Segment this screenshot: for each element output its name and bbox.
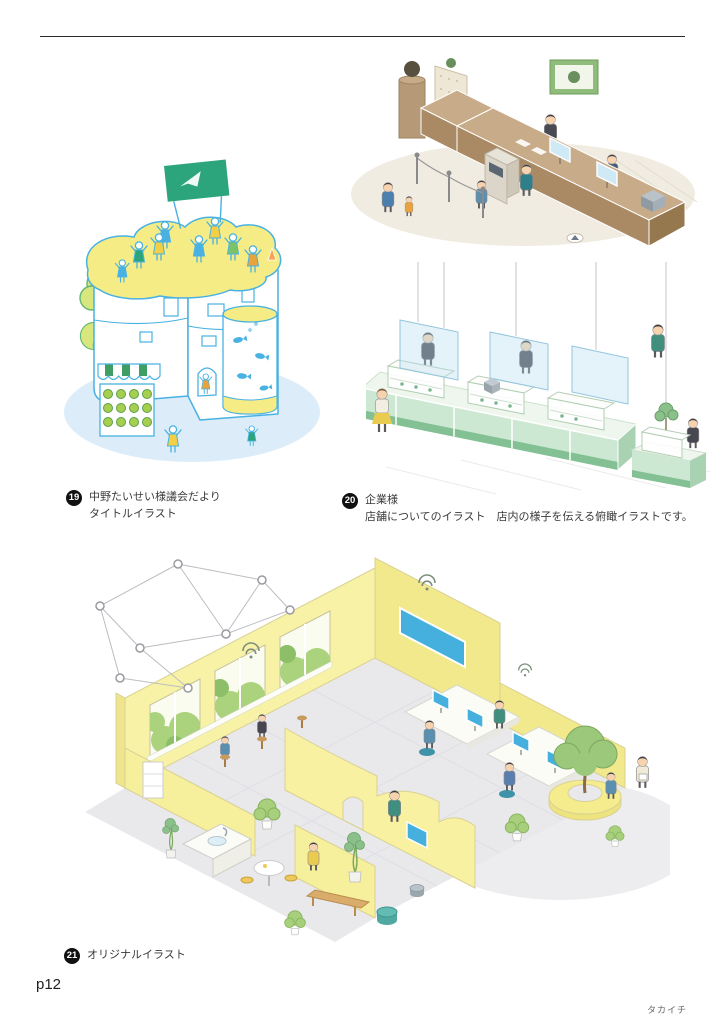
office-chair xyxy=(499,790,515,798)
wall-picture-frame xyxy=(549,59,599,95)
hanging-wires xyxy=(417,262,667,436)
caption-19: 19 中野たいせい様議会だより タイトルイラスト xyxy=(66,489,221,522)
badge-19: 19 xyxy=(66,490,82,506)
credit-text: タカイチ xyxy=(646,1005,687,1015)
caption-19-line-2: タイトルイラスト xyxy=(89,507,177,520)
wifi-icon xyxy=(517,663,533,678)
awning xyxy=(97,363,161,381)
wall-end-cap xyxy=(115,692,126,789)
queue-stanchions xyxy=(414,152,486,218)
traffic-cone-icon xyxy=(267,246,277,261)
illustration-20b-artwork xyxy=(366,262,711,495)
caption-21-line-1: オリジナルイラスト xyxy=(87,949,186,962)
illustration-21-artwork xyxy=(85,557,670,942)
kitchen-sink xyxy=(181,823,253,878)
illustration-20-store-reception xyxy=(345,56,705,261)
illustration-19-council-newsletter xyxy=(42,74,322,484)
fish-tank xyxy=(222,305,278,415)
wooden-bench xyxy=(305,889,371,916)
caption-20-line-2: 店舗についてのイラスト 店内の様子を伝える俯瞰イラストです。 xyxy=(365,510,693,523)
display-case xyxy=(466,375,536,415)
top-rule xyxy=(40,36,685,37)
counter-papers xyxy=(515,139,547,155)
caption-19-line-1: 中野たいせい様議会だより xyxy=(89,491,221,503)
illustration-20-store-counter xyxy=(366,262,711,497)
panel-plant xyxy=(446,58,456,68)
tree-foliage xyxy=(553,725,618,776)
paper-plane-icon xyxy=(180,171,201,187)
tree-bench xyxy=(548,725,650,821)
network-node-graph xyxy=(95,559,295,693)
mini-counter xyxy=(630,426,708,488)
kiosk-machine xyxy=(484,147,520,205)
monitor xyxy=(466,706,484,731)
wall-art xyxy=(406,820,428,850)
caption-21: 21 オリジナルイラスト xyxy=(64,947,186,964)
counter-dividers xyxy=(395,394,571,461)
stool xyxy=(284,874,298,882)
cash-register xyxy=(641,190,665,212)
illustration-21-office xyxy=(55,550,670,945)
plant-icon xyxy=(654,402,679,430)
person-figure xyxy=(635,755,650,789)
office-chair xyxy=(419,748,435,756)
illustration-20a-artwork xyxy=(351,58,698,247)
floor-arrow-sticker xyxy=(566,233,584,243)
badge-20: 20 xyxy=(342,493,358,509)
customer-yellow-skirt xyxy=(372,388,392,432)
till-machine xyxy=(484,378,500,394)
tablet-icon xyxy=(638,773,648,781)
kiosk-screen xyxy=(489,162,503,178)
tv-screen xyxy=(399,606,466,669)
produce-crate xyxy=(99,383,155,437)
roof-people xyxy=(114,217,277,283)
office-room xyxy=(85,557,650,942)
monitor xyxy=(432,688,450,713)
acrylic-panel xyxy=(399,319,629,405)
page-number: p12 xyxy=(36,976,62,993)
stool-gray xyxy=(409,884,425,898)
round-table-teal xyxy=(376,906,398,925)
counter-monitor xyxy=(549,136,571,164)
window xyxy=(139,331,153,343)
monitor xyxy=(512,730,530,755)
counter-monitor xyxy=(596,160,618,188)
cafe-table xyxy=(240,860,298,886)
graph-nodes xyxy=(95,559,295,693)
graph-edges xyxy=(99,563,291,689)
stool xyxy=(240,876,254,884)
shelf-cabinet xyxy=(142,761,164,799)
person-figure xyxy=(650,323,666,359)
badge-21: 21 xyxy=(64,948,80,964)
window xyxy=(207,303,225,317)
caption-20-line-1: 企業様 xyxy=(365,494,398,506)
desk-cluster xyxy=(403,684,521,756)
caption-20: 20 企業様 店舗についてのイラスト 店内の様子を伝える俯瞰イラストです。 xyxy=(342,492,693,525)
window xyxy=(201,335,217,347)
counter-stools xyxy=(220,715,307,767)
person-figure xyxy=(686,417,700,450)
green-flag xyxy=(164,159,230,229)
arch-opening xyxy=(342,796,364,831)
mini-case-front xyxy=(641,431,683,459)
display-case xyxy=(546,391,616,431)
fish-icon xyxy=(233,335,273,391)
illustration-19-artwork xyxy=(64,159,320,462)
